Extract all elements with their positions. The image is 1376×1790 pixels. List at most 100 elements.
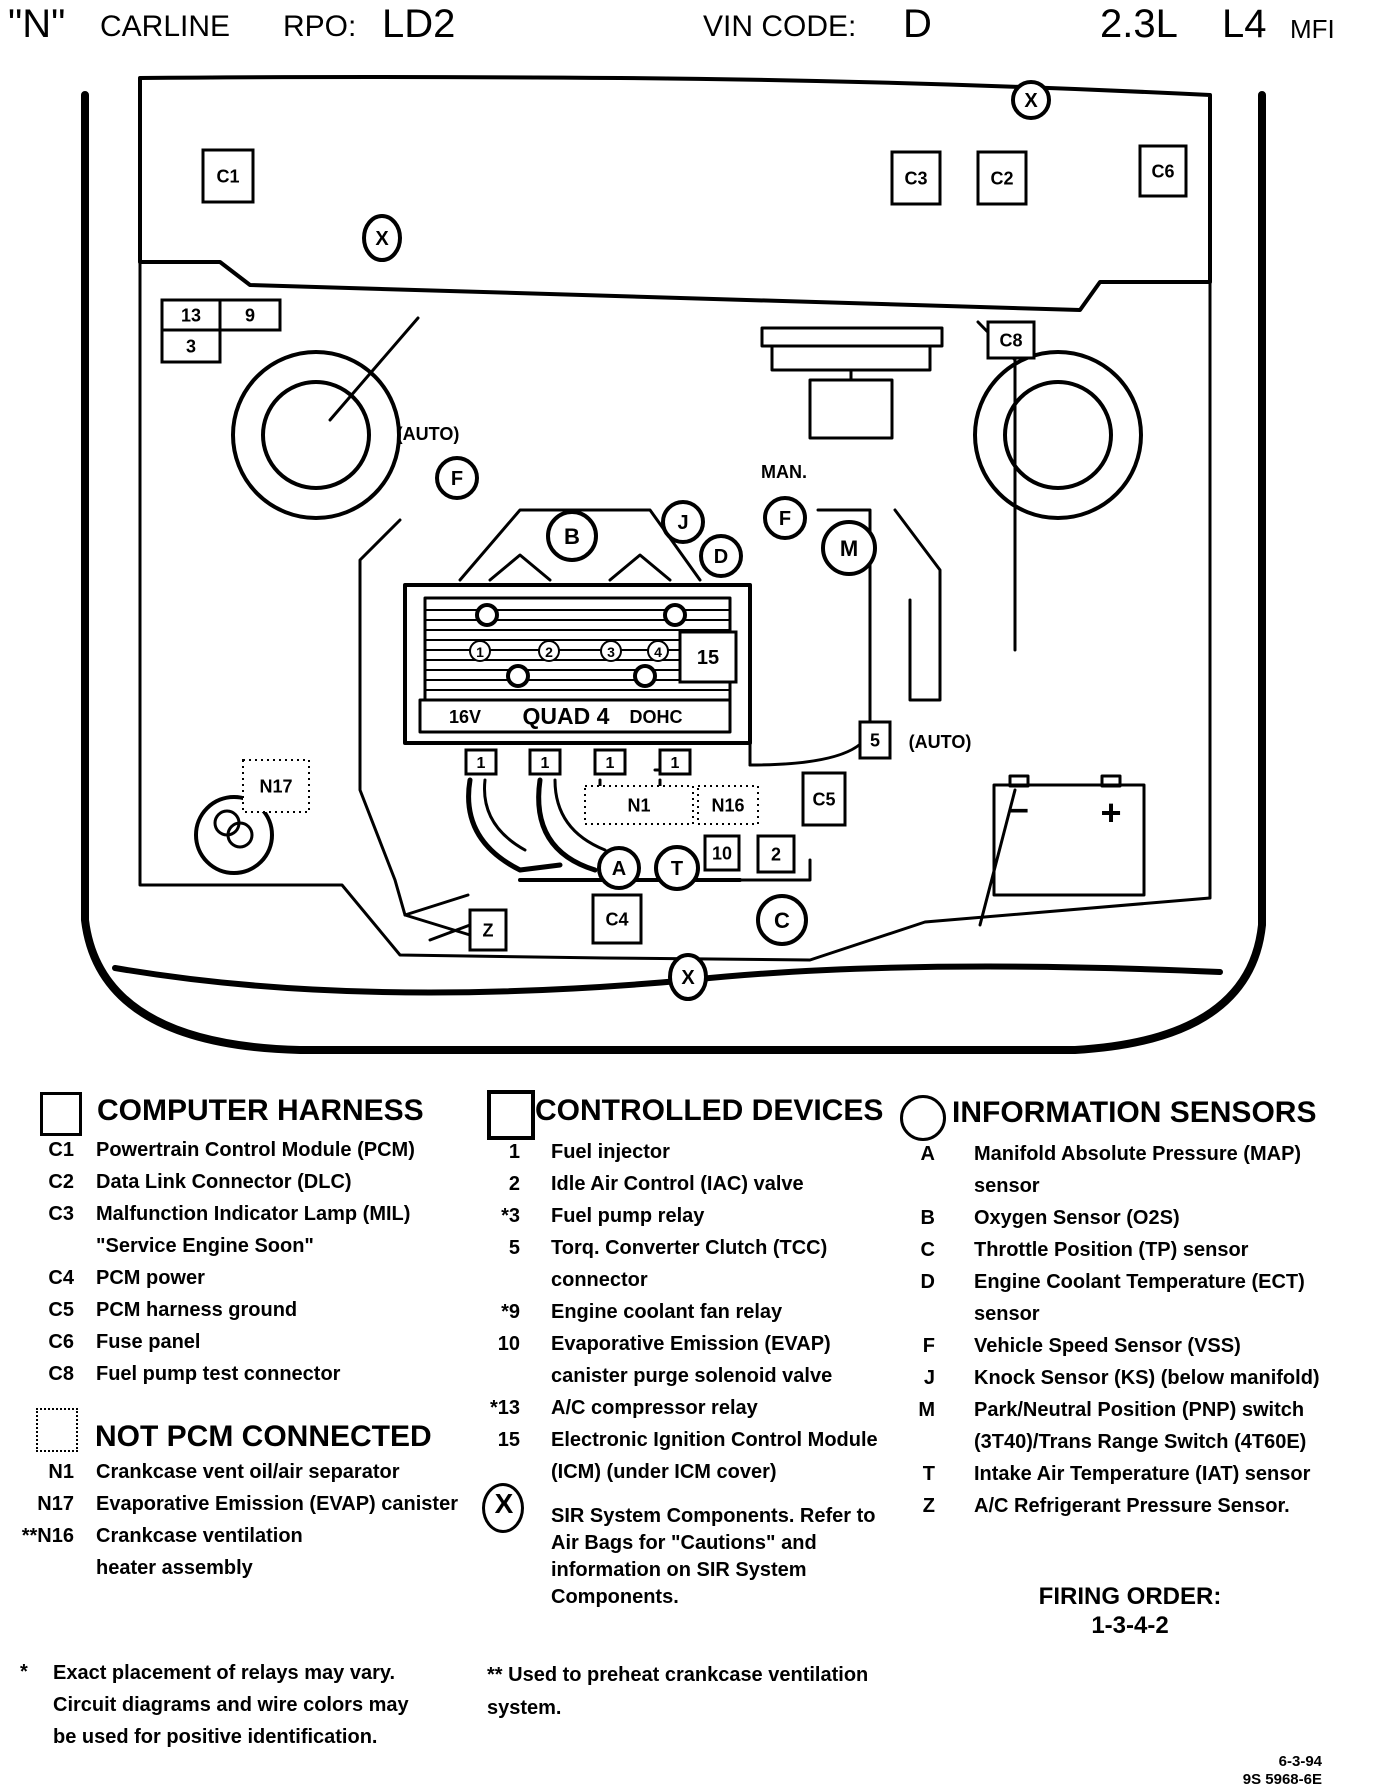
relay-note-line: Circuit diagrams and wire colors may	[53, 1694, 409, 1716]
square-label-inj3: 1	[606, 755, 615, 772]
square-label-inj2: 1	[541, 755, 550, 772]
dotted-label-n1: N1	[627, 795, 650, 815]
circle-marker-b: B	[546, 510, 598, 562]
battery	[992, 783, 1146, 897]
cowl-line	[138, 75, 1212, 312]
circle-label-f_auto: F	[451, 468, 463, 490]
information-sensors-item-code: C	[920, 1239, 935, 1261]
circle-label-m: M	[840, 536, 858, 561]
controlled-devices-item-code: *3	[501, 1205, 520, 1227]
square-label-z: Z	[483, 920, 494, 940]
reference-date: 6-3-94	[1278, 1753, 1322, 1770]
engine-block-outline	[403, 583, 752, 745]
dotted-marker-n16: N16	[697, 785, 759, 825]
information-sensors-item-text: sensor	[974, 1175, 1040, 1197]
circle-marker-c: C	[756, 894, 808, 946]
computer-harness-item-text: "Service Engine Soon"	[96, 1235, 314, 1257]
square-label-inj1: 1	[477, 755, 486, 772]
circle-marker-f_man: F	[763, 496, 807, 540]
controlled-devices-item-text: Engine coolant fan relay	[551, 1301, 783, 1323]
information-sensors-item-code: J	[923, 1367, 935, 1389]
controlled-devices-item-text: Fuel injector	[551, 1141, 670, 1163]
information-sensors-item-code: T	[922, 1463, 935, 1485]
header-carline-word: CARLINE	[100, 10, 231, 43]
computer-harness-item-text: PCM power	[96, 1267, 205, 1289]
square-label-c8: C8	[999, 330, 1022, 350]
engine-compartment-diagram: 1 2 3 4 16V QUAD 4 DOHC − + (AUTO) MAN. …	[81, 75, 1266, 1054]
header-rpo-value: LD2	[382, 2, 456, 46]
square-marker-z: Z	[468, 908, 508, 952]
reference-doc-number: 9S 5968-6E	[1242, 1771, 1322, 1788]
square-label-c6: C6	[1151, 161, 1174, 181]
circle-label-x_bottom: X	[681, 967, 695, 989]
square-marker-n2: 2	[756, 834, 796, 874]
evap-canister	[194, 795, 274, 875]
computer-harness-item-text: Malfunction Indicator Lamp (MIL)	[96, 1203, 411, 1225]
controlled-devices-item-code: 1	[508, 1141, 520, 1163]
controlled-devices-item-code: 5	[508, 1237, 520, 1259]
square-marker-c4: C4	[591, 893, 643, 945]
circle-marker-d: D	[699, 534, 743, 578]
engine-badge-16v: 16V	[449, 707, 481, 727]
square-label-n15: 15	[697, 647, 719, 669]
not-pcm-key-box	[36, 1408, 78, 1452]
information-sensors-item-code: B	[920, 1207, 935, 1229]
information-sensors-item-text: Knock Sensor (KS) (below manifold)	[974, 1367, 1320, 1389]
firing-order-label: FIRING ORDER:	[1038, 1583, 1222, 1610]
sir-description-line: information on SIR System	[551, 1559, 807, 1581]
circle-label-c: C	[774, 908, 790, 933]
not-pcm-item-code: **N16	[21, 1525, 74, 1547]
preheat-note-line: ** Used to preheat crankcase ventilation	[487, 1664, 869, 1686]
preheat-note-line: system.	[487, 1697, 562, 1719]
information-sensors-item-code: F	[922, 1335, 935, 1357]
square-marker-inj3: 1	[593, 748, 627, 776]
header: "N" CARLINE RPO: LD2 VIN CODE: D 2.3L L4…	[0, 0, 1376, 60]
controlled-devices-item-text: Evaporative Emission (EVAP)	[551, 1333, 831, 1355]
circle-label-a: A	[612, 858, 626, 880]
information-sensors-item-text: A/C Refrigerant Pressure Sensor.	[974, 1495, 1290, 1517]
controlled-devices-item-text: connector	[551, 1269, 648, 1291]
information-sensors-item-text: Manifold Absolute Pressure (MAP)	[974, 1143, 1302, 1165]
sir-description-line: Components.	[551, 1586, 679, 1608]
computer-harness-item-text: PCM harness ground	[96, 1299, 298, 1321]
controlled-devices-item-text: Torq. Converter Clutch (TCC)	[551, 1237, 828, 1259]
square-marker-c2: C2	[976, 150, 1028, 206]
square-label-c3: C3	[904, 168, 927, 188]
square-marker-n9: 9	[218, 298, 282, 332]
square-label-c1: C1	[216, 166, 239, 186]
controlled-devices-item-text: canister purge solenoid valve	[551, 1365, 833, 1387]
circle-label-b: B	[564, 524, 580, 549]
circle-marker-a: A	[597, 846, 641, 890]
circle-marker-x_bottom: X	[668, 953, 708, 1001]
right-strut-tower-inner	[1003, 380, 1113, 490]
information-sensors-item-text: Engine Coolant Temperature (ECT)	[974, 1271, 1305, 1293]
header-vin-label: VIN CODE:	[703, 10, 857, 43]
information-sensors-item-text: Oxygen Sensor (O2S)	[974, 1207, 1180, 1229]
battery-negative: −	[1009, 792, 1029, 830]
header-vin-value: D	[903, 2, 932, 46]
not-pcm-item-code: N1	[48, 1461, 74, 1483]
computer-harness-item-text: Powertrain Control Module (PCM)	[96, 1139, 415, 1161]
circle-marker-t: T	[654, 845, 700, 891]
information-sensors-item-text: Throttle Position (TP) sensor	[974, 1239, 1249, 1261]
computer-harness-item-text: Data Link Connector (DLC)	[96, 1171, 352, 1193]
computer-harness-item-code: C8	[48, 1363, 74, 1385]
battery-positive: +	[1100, 792, 1121, 833]
square-marker-inj2: 1	[528, 748, 562, 776]
computer-harness-item-code: C1	[48, 1139, 74, 1161]
circle-label-d: D	[714, 546, 728, 568]
computer-harness-item-text: Fuse panel	[96, 1331, 201, 1353]
cylinder-2-label: 2	[545, 644, 553, 660]
computer-harness-key-box	[40, 1092, 82, 1136]
computer-harness-title: COMPUTER HARNESS	[97, 1094, 424, 1127]
controlled-devices-item-text: (ICM) (under ICM cover)	[551, 1461, 777, 1483]
right-strut-tower-outer	[973, 350, 1143, 520]
controlled-devices-title: CONTROLLED DEVICES	[535, 1094, 884, 1127]
square-marker-c1: C1	[201, 148, 255, 204]
information-sensors-item-code: M	[918, 1399, 935, 1421]
computer-harness-item-code: C5	[48, 1299, 74, 1321]
left-strut-tower-outer	[231, 350, 401, 520]
circle-marker-j: J	[661, 500, 705, 544]
relay-note-mark: *	[20, 1661, 28, 1683]
square-label-n13: 13	[181, 305, 201, 325]
